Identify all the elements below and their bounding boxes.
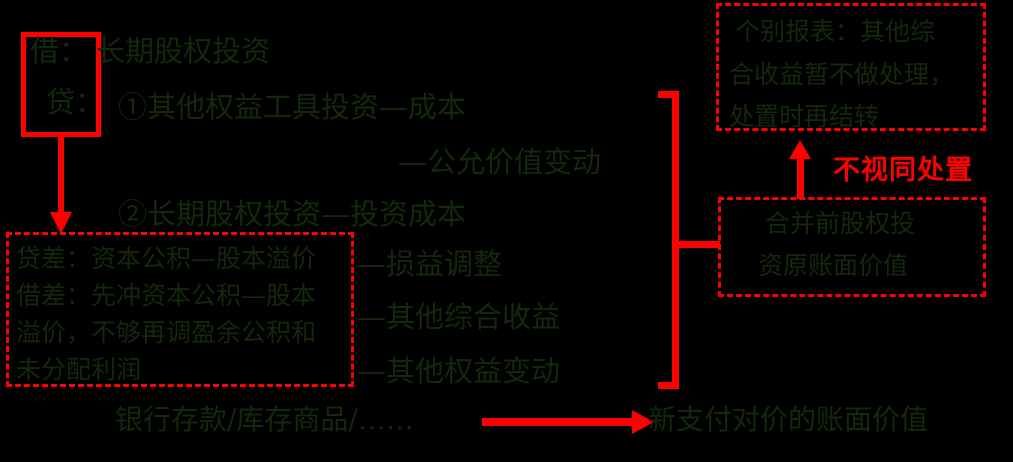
difference-note-line-0: 贷差：资本公积—股本溢价 <box>16 244 317 273</box>
debit-label: 借： <box>30 34 89 68</box>
up-arrow-icon-head <box>789 140 811 159</box>
separate-statement-box <box>716 3 986 131</box>
down-arrow-icon-shaft <box>58 137 64 217</box>
down-arrow-icon-head <box>50 212 72 234</box>
up-arrow-icon-shaft <box>797 155 804 199</box>
credit-item-1-sub-text: —公允价值变动 <box>398 145 602 179</box>
red-solid-box <box>21 32 101 137</box>
annotation-label: 不视同处置 <box>833 155 973 186</box>
bottom-right-account-text: 新支付对价的账面价值 <box>648 403 929 436</box>
difference-note-box <box>6 232 354 387</box>
debit-account-text: 长期股权投资 <box>96 34 271 68</box>
bottom-left-account-text: 银行存款/库存商品/…… <box>115 403 414 436</box>
credit-item-2-sub-0: —损益调整 <box>357 247 503 281</box>
right-arrow-icon-head <box>632 410 654 434</box>
difference-note-line-3: 未分配利润 <box>16 355 142 384</box>
credit-label: 贷： <box>46 85 105 119</box>
difference-note-line-2: 溢价，不够再调盈余公积和 <box>16 318 317 347</box>
separate-statement-line-0: 个别报表：其他综 <box>735 17 936 46</box>
right-arrow-icon-shaft <box>482 418 634 426</box>
credit-item-2-sub-2: —其他权益变动 <box>357 354 561 388</box>
pre-merger-line-1: 资原账面价值 <box>758 251 909 280</box>
pre-merger-line-0: 合并前股权投 <box>765 209 916 238</box>
credit-item-2-text: ②长期股权投资—投资成本 <box>118 197 467 231</box>
square-brace-icon-top-arm <box>658 91 679 98</box>
square-brace-icon-spine <box>672 91 679 389</box>
square-brace-icon-bot-arm <box>658 382 679 389</box>
square-brace-icon-stem <box>672 241 720 248</box>
credit-item-1-text: ①其他权益工具投资—成本 <box>118 90 467 124</box>
separate-statement-line-2: 处置时再结转 <box>729 102 880 131</box>
separate-statement-line-1: 合收益暂不做处理， <box>729 60 955 89</box>
difference-note-line-1: 借差：先冲资本公积—股本 <box>16 281 317 310</box>
credit-item-2-sub-1: —其他综合收益 <box>357 300 561 334</box>
